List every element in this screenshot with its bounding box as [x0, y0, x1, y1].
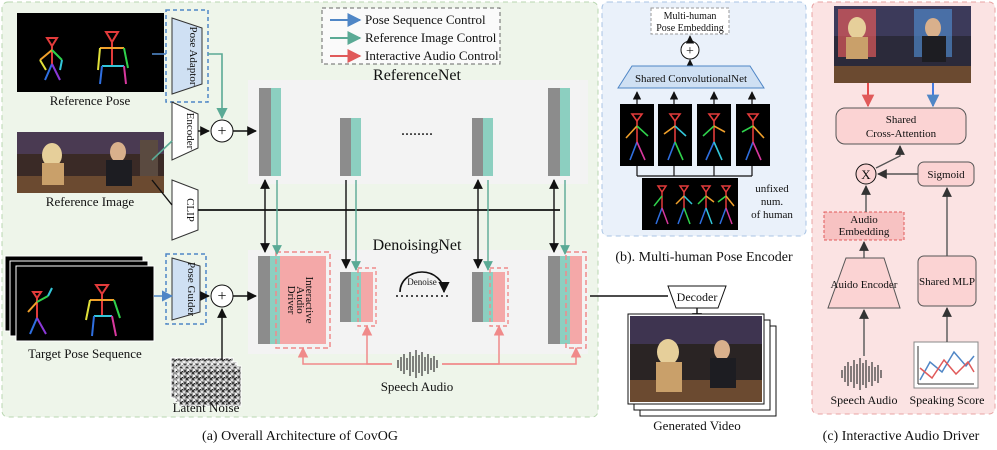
denoisingnet-block-4 [548, 251, 587, 349]
referencenet-block-3 [472, 118, 493, 176]
referencenet-ellipsis: ........ [401, 122, 433, 139]
multiply-node [855, 163, 877, 185]
caption-c: (c) Interactive Audio Driver [823, 429, 980, 444]
shared-conv-block [617, 65, 765, 89]
cross-attention-line1: Shared [886, 114, 917, 126]
pose-adaptor-block [171, 17, 203, 95]
iad-label-line1: Interactive [303, 276, 315, 323]
iad-label-line2: Audio [294, 286, 306, 314]
encoder-label: Encoder [184, 113, 196, 150]
decoder-block [667, 285, 727, 309]
denoise-label: Denoise [407, 277, 437, 287]
shared-mlp-label: Shared MLP [919, 276, 975, 288]
reference-image-label: Reference Image [46, 194, 135, 209]
pose-embedding-line2: Pose Embedding [656, 23, 724, 34]
denoisingnet-block-1 [258, 251, 331, 349]
split-arrows [636, 166, 753, 177]
clip-to-denoise-arrows [272, 180, 570, 271]
latent-noise-image [170, 357, 242, 407]
target-pose-sequence-stack [4, 255, 155, 342]
denoisingnet-block-3 [472, 267, 509, 327]
pose-to-conv-arrows [632, 91, 757, 104]
clip-label: CLIP [184, 198, 196, 222]
caption-a: (a) Overall Architecture of CovOG [202, 429, 398, 444]
generated-video-stack [627, 313, 777, 417]
referencenet-block-4 [548, 88, 570, 176]
denoisingnet-title: DenoisingNet [373, 237, 462, 254]
single-pose-crops [620, 104, 770, 166]
unfixed-line3: of human [751, 209, 793, 221]
referencenet-title: ReferenceNet [373, 67, 461, 84]
legend-image-label: Reference Image Control [365, 30, 497, 45]
speech-audio-label-c: Speech Audio [831, 393, 898, 407]
plus-sign-pose-encoder: + [686, 44, 694, 59]
pose-guider-label: Pose Guider [185, 262, 197, 316]
speaking-score-chart [913, 341, 979, 389]
interactive-scene-photo [834, 6, 971, 83]
caption-b: (b). Multi-human Pose Encoder [615, 250, 793, 265]
referencenet-band [248, 80, 588, 184]
denoisingnet-block-2 [340, 267, 377, 327]
arrow-multiply-to-cross-attention [875, 145, 905, 169]
reference-denoise-connections [260, 179, 559, 269]
speaking-score-label: Speaking Score [910, 393, 985, 407]
sigmoid-label: Sigmoid [927, 169, 965, 181]
cross-attention-block [835, 107, 967, 145]
generated-video-label: Generated Video [653, 418, 740, 433]
arrow-image-to-encoder [151, 140, 173, 161]
pose-embedding-line1: Multi-human [664, 11, 717, 22]
clip-block [171, 179, 199, 241]
audio-encoder-block [827, 257, 901, 309]
legend: Pose Sequence Control Reference Image Co… [321, 7, 501, 65]
speech-audio-waveform-a [397, 350, 438, 378]
decoder-label: Decoder [677, 290, 718, 304]
audio-embedding-line2: Embedding [839, 226, 890, 238]
multi-human-pose-image [642, 178, 738, 230]
denoise-loop-icon [396, 271, 450, 297]
audio-embedding-block [823, 211, 905, 241]
speech-audio-waveform-c [841, 358, 882, 390]
encoder-block [171, 101, 199, 161]
arrow-adaptor-to-plus [208, 53, 228, 120]
pose-guider-frame [165, 253, 207, 325]
cross-attention-line2: Cross-Attention [866, 128, 937, 140]
target-pose-sequence-label: Target Pose Sequence [28, 346, 142, 361]
referencenet-block-1 [259, 88, 281, 176]
unfixed-line2: num. [761, 196, 784, 208]
audio-embedding-line1: Audio [850, 214, 878, 226]
pose-embedding-box [650, 7, 730, 35]
plus-sign-reference: + [217, 123, 226, 140]
iad-label-line3: Driver [285, 286, 297, 315]
pose-adaptor-label: Pose Adaptor [187, 27, 199, 86]
shared-conv-label: Shared ConvolutionalNet [635, 73, 747, 85]
referencenet-block-2 [340, 118, 361, 176]
reference-pose-label: Reference Pose [50, 93, 131, 108]
latent-noise-label: Latent Noise [173, 400, 240, 415]
speech-audio-label-a: Speech Audio [381, 379, 454, 394]
multiply-sign: X [861, 167, 871, 182]
pose-adaptor-frame [165, 9, 209, 103]
unfixed-line1: unfixed [755, 183, 789, 195]
reference-image-photo [17, 132, 164, 193]
legend-audio-label: Interactive Audio Control [365, 48, 499, 63]
arrow-image-to-clip [151, 179, 173, 206]
audio-encoder-label: Auido Encoder [831, 279, 898, 291]
reference-pose-image [17, 13, 164, 92]
audio-to-denoise-arrows [297, 324, 582, 365]
plus-sign-denoise: + [217, 288, 226, 305]
legend-pose-label: Pose Sequence Control [365, 12, 486, 27]
